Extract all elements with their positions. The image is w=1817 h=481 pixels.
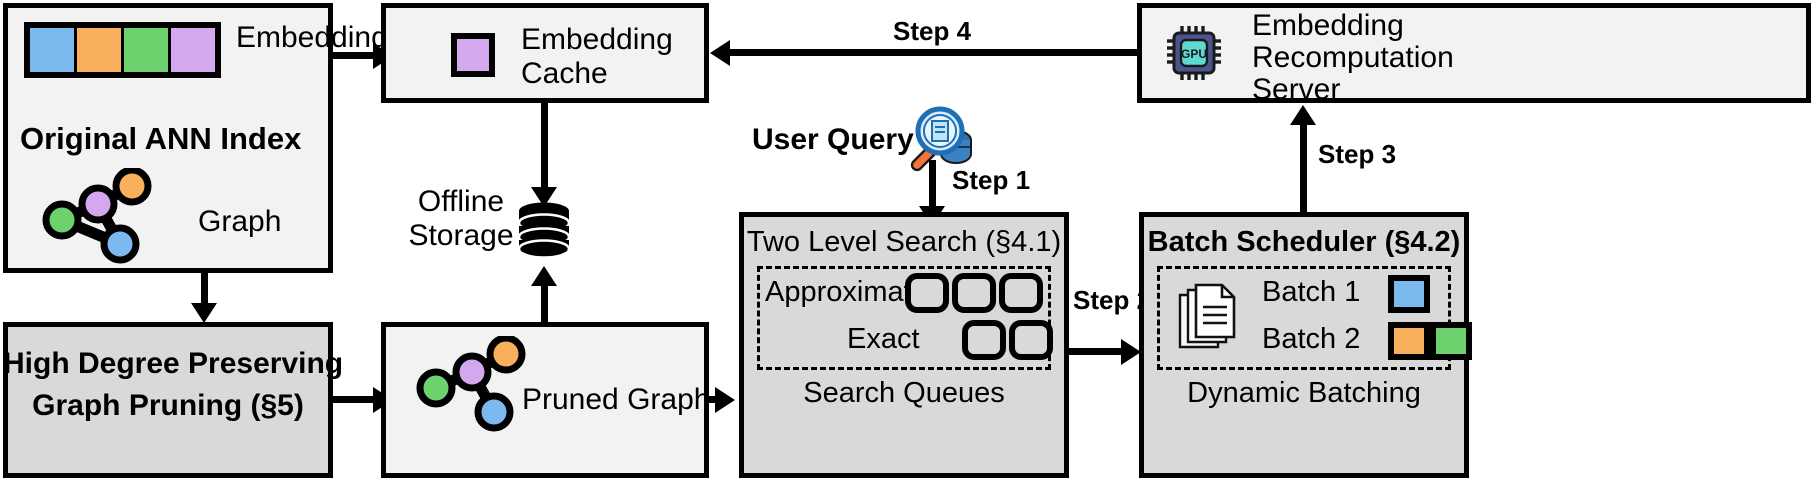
arrow-index-to-pruning-head [191, 303, 217, 323]
arrow-index-to-pruning-line [201, 273, 208, 305]
arrow-query-to-search-line [929, 160, 936, 210]
approximate-slot-row [905, 273, 1043, 313]
original-ann-index-title: Original ANN Index [20, 121, 302, 156]
recomputation-server-line2: Recomputation [1252, 41, 1454, 74]
embedding-cell-green [124, 28, 171, 72]
exact-row-label: Exact [847, 323, 920, 355]
arrow-batch-to-server-head [1290, 105, 1316, 125]
search-queues-footer: Search Queues [803, 377, 1005, 409]
step-4-label: Step 4 [893, 16, 972, 46]
arrow-cache-to-storage-head [531, 187, 557, 207]
recomputation-server-line1: Embedding [1252, 9, 1404, 42]
approximate-slot[interactable] [952, 273, 996, 313]
arrow-cache-to-storage-line [541, 103, 548, 189]
offline-storage-label-line2: Storage [408, 219, 514, 252]
original-graph-glyph [42, 168, 152, 264]
embedding-cell-purple [171, 28, 215, 72]
approximate-slot[interactable] [999, 273, 1043, 313]
graph-pruning-title-line2: Graph Pruning (§5) [32, 389, 304, 422]
svg-text:GPU: GPU [1181, 47, 1207, 61]
arrow-search-to-batch-line [1069, 348, 1131, 355]
recomputation-server-box [1137, 3, 1811, 103]
graph-pruning-title-line1: High Degree Preserving [3, 347, 344, 380]
pruned-graph-glyph [416, 336, 526, 432]
batch-2-swatch-orange [1388, 322, 1430, 360]
magnifier-database-icon [910, 106, 972, 172]
batch-2-label: Batch 2 [1262, 323, 1361, 355]
embedding-label: Embedding [236, 21, 388, 54]
purple-square-icon [451, 33, 495, 77]
arrow-server-to-cache-line [730, 49, 1137, 56]
arrow-index-to-cache-line [333, 52, 375, 59]
recomputation-server-line3: Server [1252, 73, 1341, 106]
arrow-server-to-cache-head [710, 40, 730, 66]
step-2-label: Step 2 [1073, 285, 1152, 315]
exact-slot-row [962, 320, 1053, 360]
arrow-pruning-to-pruned-line [333, 396, 375, 403]
database-cylinder-icon [518, 202, 570, 258]
user-query-label: User Query [752, 123, 914, 156]
embedding-cache-box [381, 3, 709, 103]
pruned-graph-label: Pruned Graph [522, 383, 711, 416]
arrow-search-to-batch-head [1121, 339, 1141, 365]
two-level-search-title: Two Level Search (§4.1) [746, 226, 1062, 258]
arrow-pruned-to-storage-line [541, 283, 548, 323]
arrow-batch-to-server-line [1300, 122, 1307, 212]
gpu-chip-icon: GPU [1167, 26, 1221, 80]
approximate-slot[interactable] [905, 273, 949, 313]
embedding-cell-orange [77, 28, 124, 72]
approximate-row-label: Approximate [765, 276, 928, 308]
offline-storage-label-line1: Offline [417, 185, 505, 218]
batch-scheduler-title: Batch Scheduler (§4.2) [1147, 226, 1461, 258]
batch-2-swatch-green [1430, 322, 1472, 360]
embedding-strip [24, 22, 221, 78]
search-queues-container [757, 266, 1051, 370]
arrow-pruned-to-storage-head [531, 266, 557, 286]
embedding-cache-label-line2: Cache [521, 57, 608, 90]
documents-stack-icon [1178, 283, 1236, 349]
graph-pruning-box [3, 322, 333, 478]
dynamic-batching-footer: Dynamic Batching [1187, 377, 1421, 409]
exact-slot[interactable] [962, 320, 1006, 360]
exact-slot[interactable] [1009, 320, 1053, 360]
dynamic-batching-container [1157, 266, 1451, 370]
step-1-label: Step 1 [952, 165, 1031, 195]
embedding-cell-blue [30, 28, 77, 72]
batch-1-label: Batch 1 [1262, 276, 1361, 308]
batch-1-swatch-blue [1388, 275, 1430, 313]
step-3-label: Step 3 [1318, 139, 1397, 169]
arrow-pruned-to-search-head [715, 387, 735, 413]
embedding-cache-label-line1: Embedding [521, 23, 673, 56]
graph-label: Graph [198, 205, 282, 238]
